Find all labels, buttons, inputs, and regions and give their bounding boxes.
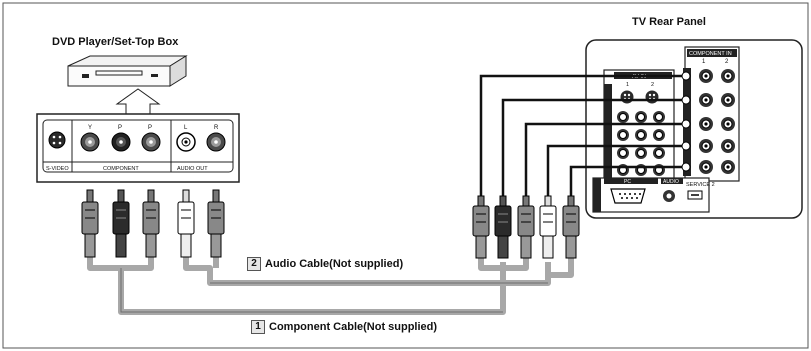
component-in-title: COMPONENT IN [689,51,732,57]
dvd-jack-panel: Y P P L R S-VIDEO COMPONENT AUDIO OUT [36,113,240,183]
plug-pr-icon [142,189,160,258]
av-in-block [603,69,675,183]
audio-cable-label: 2 Audio Cable(Not supplied) [247,257,403,271]
component-cable-number: 1 [251,320,265,334]
component-in-col-1: 1 [702,59,706,65]
dvd-player-icon [67,55,188,87]
group-label-audio-out: AUDIO OUT [177,166,208,172]
jack-label-y: Y [88,125,92,131]
jack-label-pb: P [118,125,122,131]
tv-plug-y-icon [472,195,490,259]
tv-component-jacks [699,69,735,174]
dvd-side-plugs [81,189,225,258]
av-in-col-2: 2 [651,82,654,88]
component-cable-text: Component Cable(Not supplied) [269,321,438,333]
tv-input-markers [681,71,691,172]
audio-cable-text: Audio Cable(Not supplied) [265,258,404,270]
component-cable-label: 1 Component Cable(Not supplied) [251,320,437,334]
jack-label-r: R [214,125,219,131]
service-label: SERVICE 2 [686,182,715,188]
dvd-pr-jack-icon [141,132,161,152]
jack-label-pr: P [148,125,152,131]
audio-label: AUDIO [663,179,679,185]
dvd-audio-l-jack-icon [176,132,196,152]
tv-plug-pb-icon [494,195,512,259]
tv-rear-panel: COMPONENT IN 1 2 AV IN 1 [585,39,803,219]
audio-cable-number: 2 [247,257,261,271]
tv-title: TV Rear Panel [632,16,706,28]
plug-audio-l-icon [177,189,195,258]
dvd-audio-r-jack-icon [206,132,226,152]
plug-y-icon [81,189,99,258]
vga-port-icon [610,188,646,204]
svideo-jack-icon [48,131,66,149]
plug-audio-r-icon [207,189,225,258]
tv-plug-audio-l-icon [539,195,557,259]
tv-plug-pr-icon [517,195,535,259]
dvd-pb-jack-icon [111,132,131,152]
dvd-y-jack-icon [80,132,100,152]
tv-side-wires [479,74,686,196]
group-label-component: COMPONENT [103,166,139,172]
cable-outlines [120,268,548,313]
jack-label-l: L [184,125,188,131]
plug-pb-icon [112,189,130,258]
tv-plug-audio-r-icon [562,195,580,259]
av-in-col-1: 1 [626,82,629,88]
up-arrow-icon [115,88,161,115]
dvd-title: DVD Player/Set-Top Box [52,36,179,48]
pc-label: PC [624,179,631,185]
tv-side-plugs [472,195,580,259]
component-in-col-2: 2 [725,59,729,65]
group-label-svideo: S-VIDEO [46,166,69,172]
